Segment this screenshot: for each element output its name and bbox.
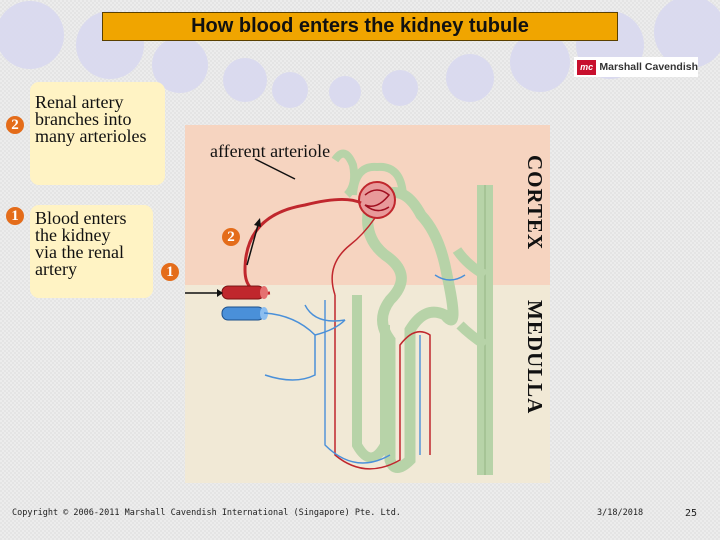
logo-text: Marshall Cavendish xyxy=(599,61,698,73)
peritubular-capillaries xyxy=(334,295,431,470)
callout-blood-enters: Blood enters the kidney via the renal ar… xyxy=(30,205,153,298)
slide-date: 3/18/2018 xyxy=(597,508,644,518)
afferent-label-leader xyxy=(254,158,296,180)
arrowhead-up xyxy=(254,218,261,227)
medulla-label: MEDULLA xyxy=(523,300,547,415)
publisher-logo: mc Marshall Cavendish xyxy=(574,57,698,77)
step-2-badge: 2 xyxy=(6,116,24,134)
renal-artery-segment xyxy=(221,285,265,300)
step-2-marker: 2 xyxy=(222,228,240,246)
arrowhead-artery xyxy=(217,289,223,297)
callout-line: Blood enters xyxy=(35,208,127,228)
callout-line: artery xyxy=(35,259,77,279)
nephron-tubule xyxy=(362,187,459,473)
arrow-up xyxy=(246,224,259,266)
step-1-badge: 1 xyxy=(6,207,24,225)
callout-line: Renal artery xyxy=(35,92,124,112)
cortex-label: CORTEX xyxy=(523,155,547,251)
callout-renal-artery: Renal artery branches into many arteriol… xyxy=(30,82,165,185)
renal-vein-segment xyxy=(221,306,265,321)
step-1-marker: 1 xyxy=(161,263,179,281)
glomerulus xyxy=(358,181,396,219)
callout-line: the kidney xyxy=(35,225,111,245)
page-number: 25 xyxy=(685,508,698,519)
callout-line: via the renal xyxy=(35,242,124,262)
callout-line: many arterioles xyxy=(35,126,147,146)
logo-mark: mc xyxy=(577,59,597,75)
kidney-tubule-diagram xyxy=(185,125,550,483)
copyright-notice: Copyright © 2006-2011 Marshall Cavendish… xyxy=(12,508,401,518)
slide-title: How blood enters the kidney tubule xyxy=(102,12,618,41)
afferent-arteriole-label: afferent arteriole xyxy=(210,141,331,161)
callout-line: branches into xyxy=(35,109,132,129)
